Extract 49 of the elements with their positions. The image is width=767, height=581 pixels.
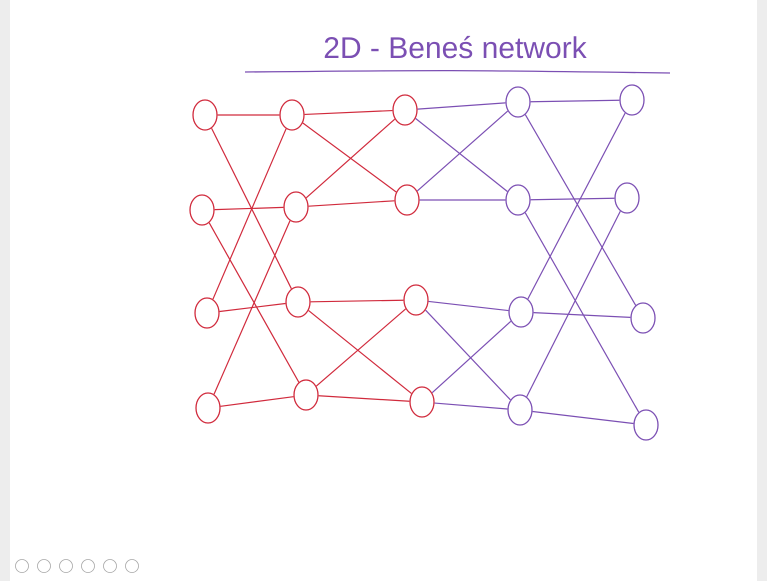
node-circle	[630, 302, 656, 334]
node-circle	[505, 184, 531, 216]
node-circle	[633, 409, 659, 441]
connection-line	[214, 206, 284, 210]
node-circle	[285, 286, 311, 318]
connection-line	[526, 211, 621, 397]
connection-line	[524, 114, 636, 306]
connection-line	[530, 198, 614, 200]
connection-line	[308, 200, 394, 207]
node-circle	[508, 296, 534, 328]
connection-line	[302, 122, 396, 192]
connection-line	[310, 300, 404, 302]
connection-line	[218, 114, 280, 116]
node-circle	[392, 94, 418, 126]
connection-line	[420, 199, 506, 201]
connection-line	[316, 308, 406, 386]
node-circle	[283, 191, 309, 223]
connection-line	[432, 320, 512, 394]
node-circle	[505, 86, 531, 118]
connection-line	[213, 220, 291, 394]
connection-line	[425, 310, 511, 400]
node-circle	[394, 184, 420, 216]
connection-line	[308, 310, 412, 394]
connection-line	[220, 302, 286, 312]
connection-line	[532, 410, 634, 424]
node-circle	[619, 84, 645, 116]
connection-line	[418, 102, 506, 110]
node-circle	[293, 379, 319, 411]
node-circle	[189, 194, 215, 226]
connection-line	[524, 212, 640, 412]
connection-line	[530, 100, 620, 102]
connection-line	[318, 395, 410, 402]
connection-line	[304, 110, 392, 116]
node-circle	[507, 394, 533, 426]
node-circle	[279, 99, 305, 131]
connection-line	[220, 396, 294, 407]
connection-line	[534, 312, 630, 318]
connection-line	[527, 112, 626, 300]
connection-line	[306, 118, 396, 198]
node-circle	[194, 297, 220, 329]
node-circle	[403, 284, 429, 316]
node-circle	[409, 386, 435, 418]
connection-line	[208, 222, 300, 382]
connection-line	[428, 300, 508, 312]
node-circle	[195, 392, 221, 424]
node-circle	[614, 182, 640, 214]
connection-line	[434, 402, 508, 410]
node-circle	[192, 99, 218, 131]
title: 2D - Beneś network	[324, 36, 587, 58]
